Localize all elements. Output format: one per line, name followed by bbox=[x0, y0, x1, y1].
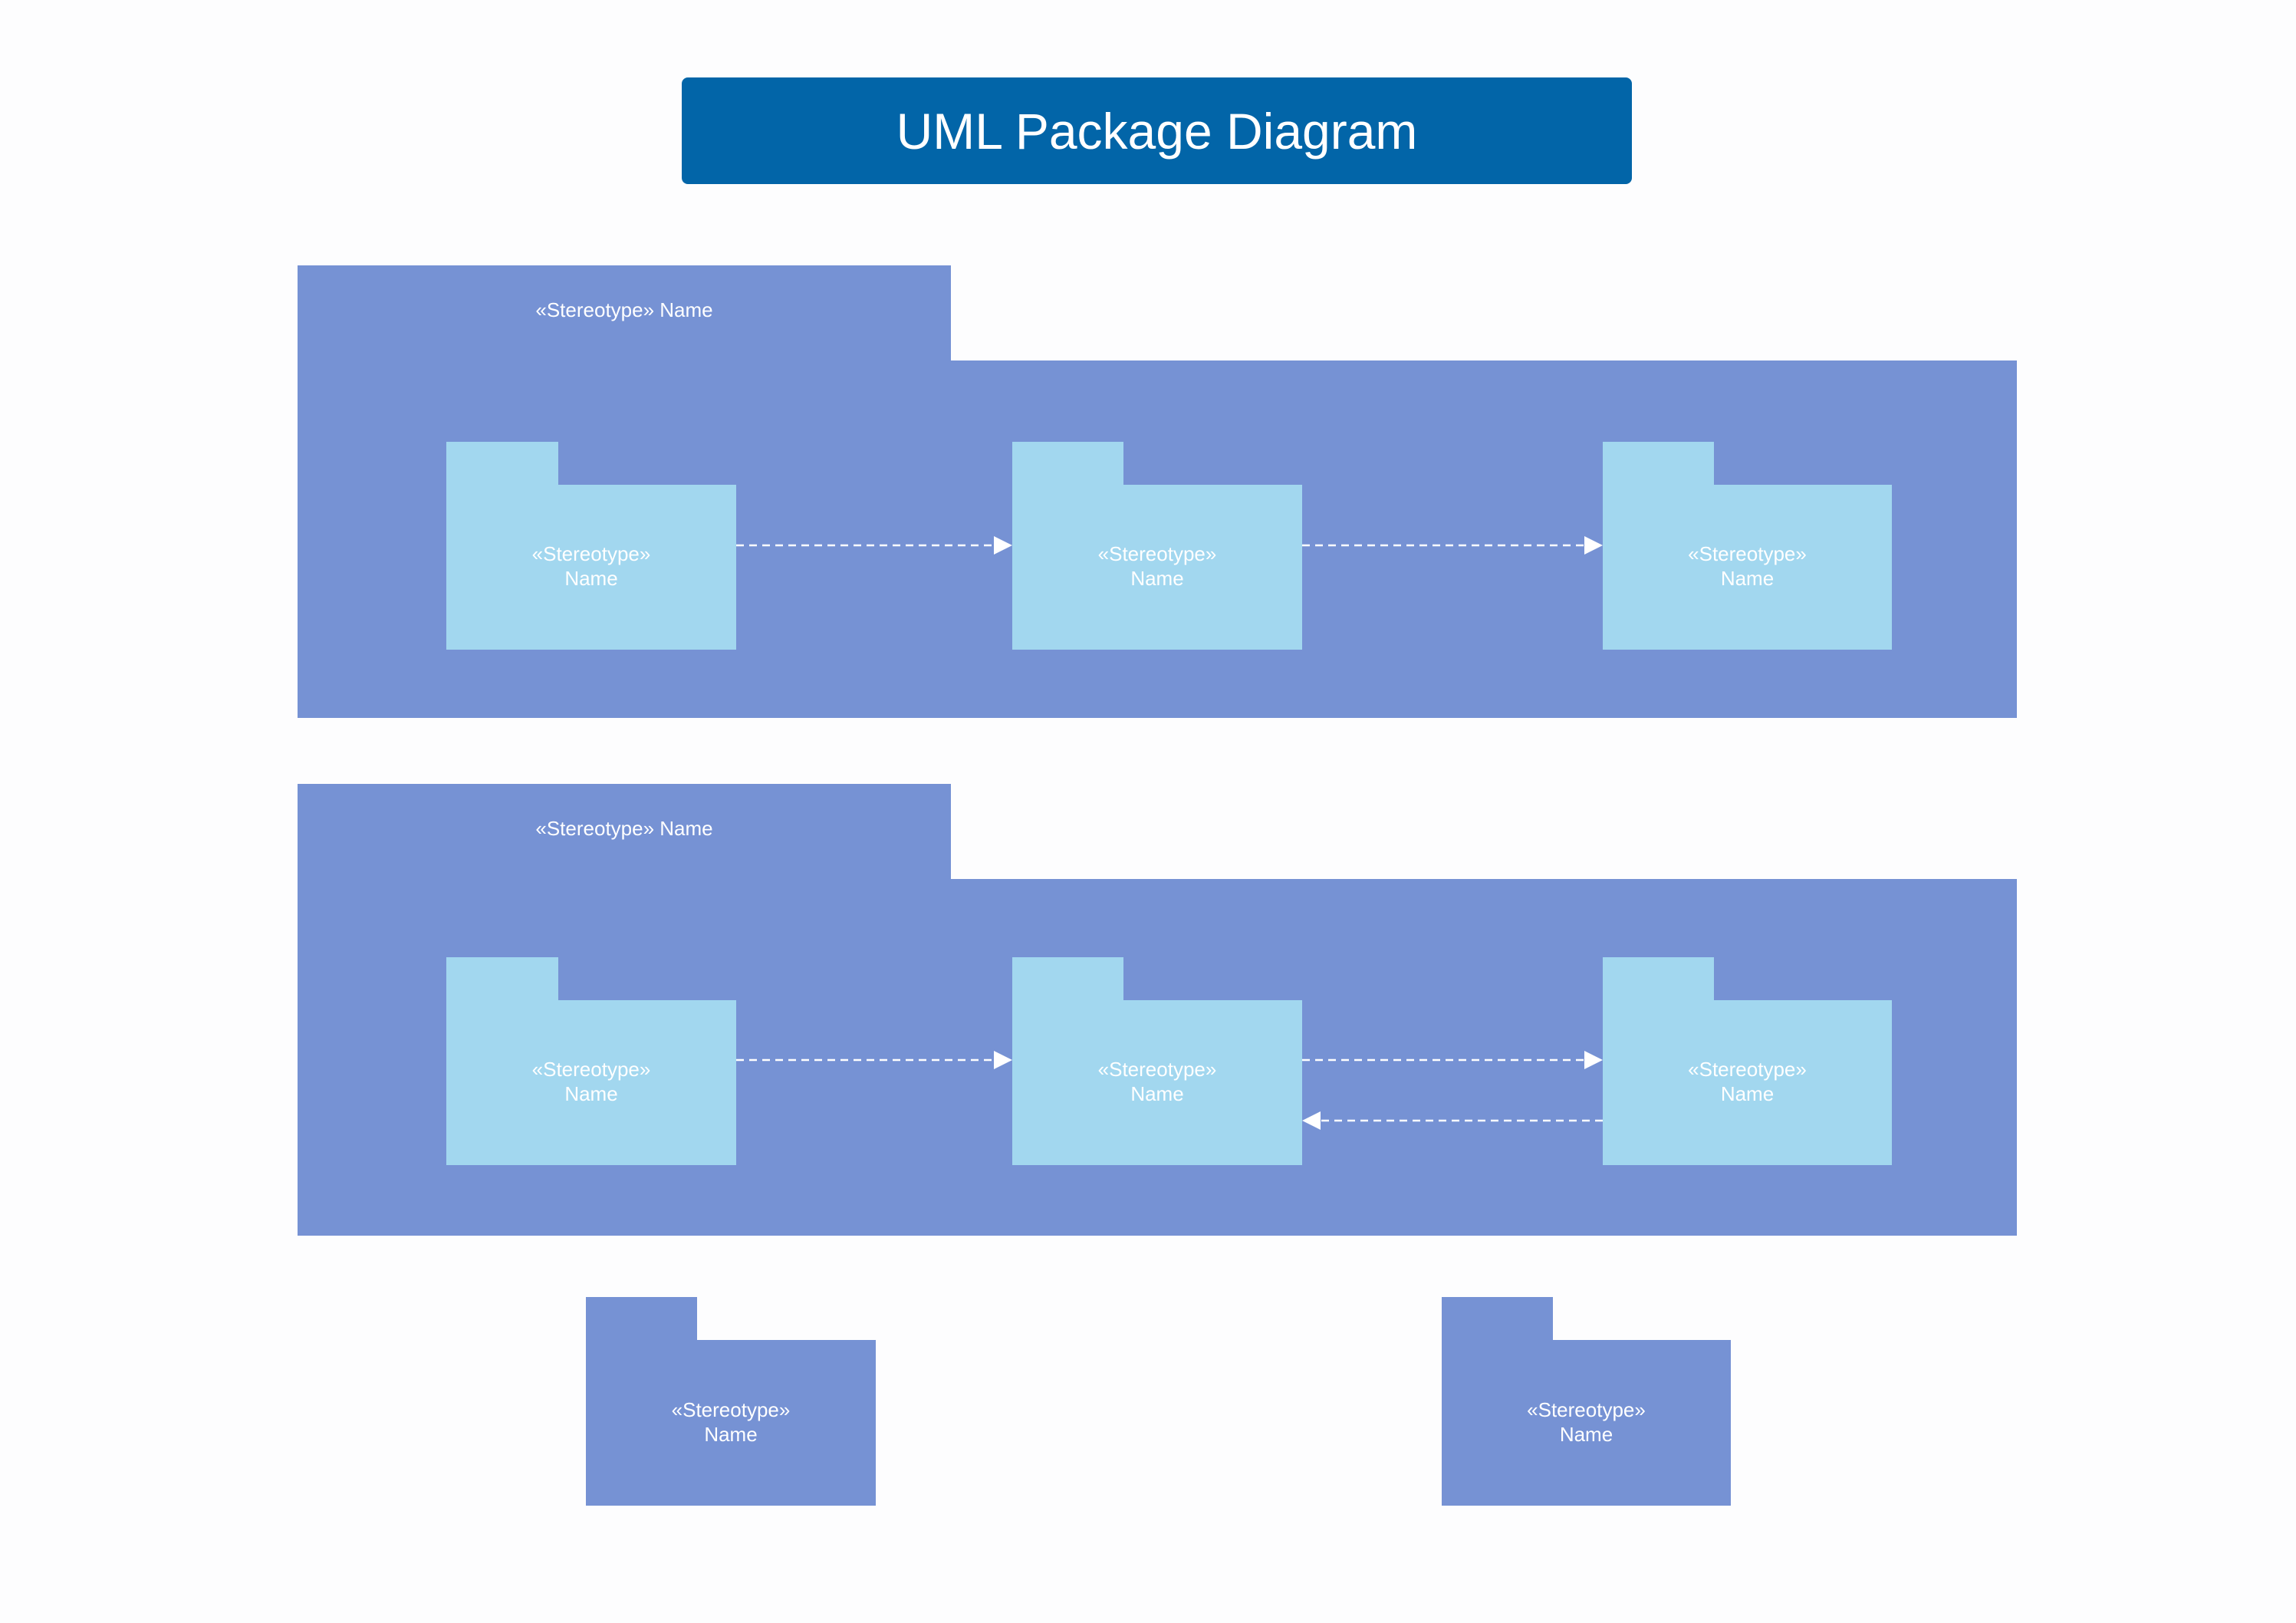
package-name: Name bbox=[564, 567, 618, 590]
package-stereotype: «Stereotype» bbox=[1097, 542, 1217, 565]
package-tab[interactable] bbox=[1603, 442, 1714, 486]
package-tab[interactable] bbox=[1012, 957, 1123, 1002]
package-body[interactable] bbox=[586, 1340, 876, 1506]
middle-outer-package-label: «Stereotype» Name bbox=[535, 817, 713, 840]
package-name: Name bbox=[1720, 567, 1775, 590]
package-stereotype: «Stereotype» bbox=[671, 1398, 791, 1421]
package-body[interactable] bbox=[1012, 485, 1302, 650]
package-stereotype: «Stereotype» bbox=[531, 542, 651, 565]
package-tab[interactable] bbox=[1012, 442, 1123, 486]
arrowhead-icon bbox=[1302, 1111, 1321, 1130]
package-tab[interactable] bbox=[1442, 1297, 1553, 1342]
title-banner: UML Package Diagram bbox=[682, 77, 1632, 184]
arrowhead-icon bbox=[994, 536, 1012, 555]
package-tab[interactable] bbox=[586, 1297, 697, 1342]
package-name: Name bbox=[704, 1423, 758, 1446]
top-outer-package-tab[interactable] bbox=[298, 265, 951, 362]
arrowhead-icon bbox=[1584, 536, 1603, 555]
package-stereotype: «Stereotype» bbox=[1527, 1398, 1646, 1421]
package-tab[interactable] bbox=[446, 957, 558, 1002]
package-name: Name bbox=[1130, 567, 1184, 590]
arrowhead-icon bbox=[994, 1051, 1012, 1069]
package-body[interactable] bbox=[1012, 1000, 1302, 1165]
package-name: Name bbox=[1130, 1082, 1184, 1105]
package-stereotype: «Stereotype» bbox=[1688, 1058, 1807, 1081]
package-tab[interactable] bbox=[1603, 957, 1714, 1002]
middle-outer-package-tab[interactable] bbox=[298, 784, 951, 881]
package-name: Name bbox=[1720, 1082, 1775, 1105]
package-stereotype: «Stereotype» bbox=[531, 1058, 651, 1081]
package-stereotype: «Stereotype» bbox=[1097, 1058, 1217, 1081]
package-body[interactable] bbox=[1442, 1340, 1731, 1506]
diagram-title: UML Package Diagram bbox=[896, 102, 1418, 160]
package-body[interactable] bbox=[1603, 485, 1892, 650]
package-body[interactable] bbox=[446, 485, 736, 650]
package-body[interactable] bbox=[446, 1000, 736, 1165]
package-stereotype: «Stereotype» bbox=[1688, 542, 1807, 565]
package-name: Name bbox=[1559, 1423, 1613, 1446]
package-name: Name bbox=[564, 1082, 618, 1105]
top-outer-package-label: «Stereotype» Name bbox=[535, 298, 713, 321]
package-tab[interactable] bbox=[446, 442, 558, 486]
package-body[interactable] bbox=[1603, 1000, 1892, 1165]
arrowhead-icon bbox=[1584, 1051, 1603, 1069]
